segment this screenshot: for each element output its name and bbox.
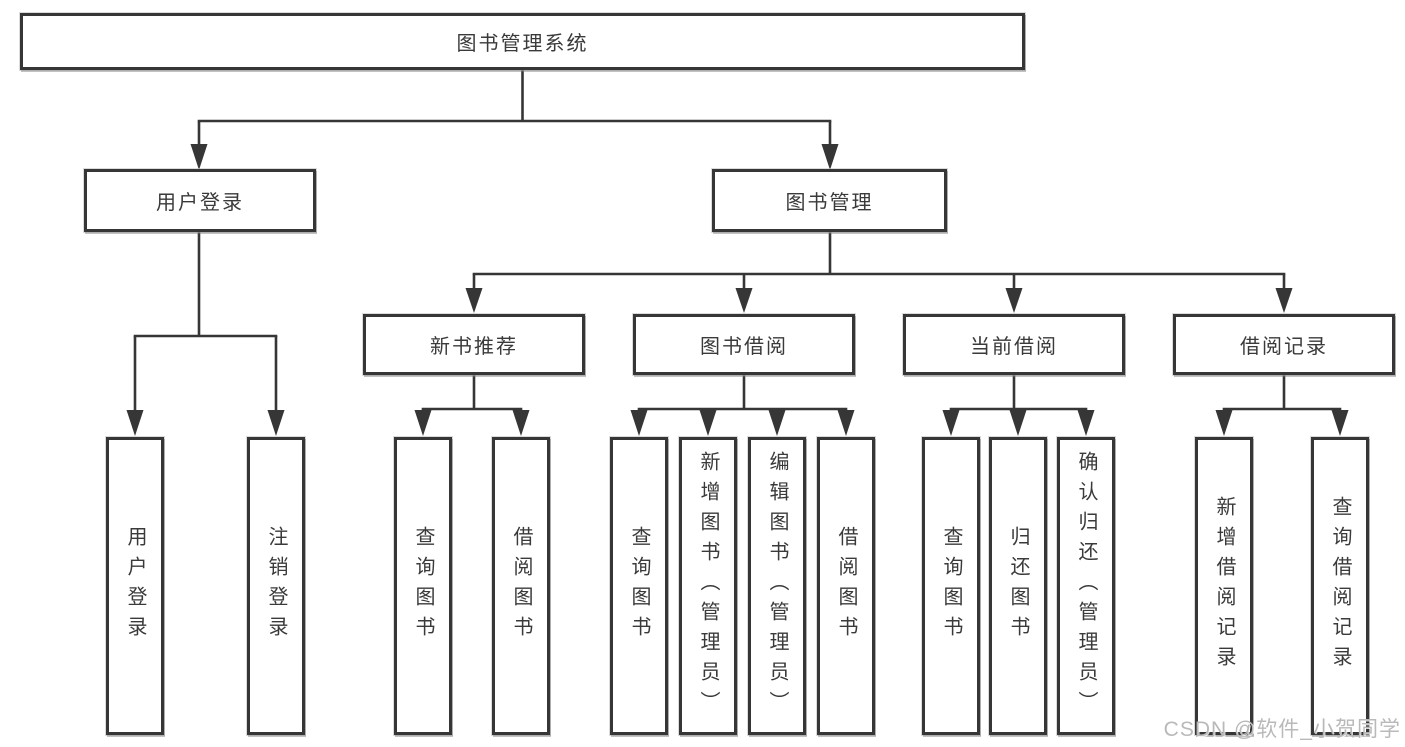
leaf-borrow-books: 借阅图书 <box>492 437 550 735</box>
connector-bookmgmt-to-level3 <box>465 232 1293 313</box>
leaf-query-books: 查询图书 <box>610 437 668 735</box>
connector-root-to-level2 <box>190 68 839 170</box>
leaf-query-books: 查询图书 <box>394 437 452 735</box>
node-book-management: 图书管理 <box>712 169 947 232</box>
leaf-add-borrow-record: 新增借阅记录 <box>1195 437 1253 735</box>
connector-newbook-to-leaves <box>414 375 530 436</box>
leaf-return-books: 归还图书 <box>989 437 1047 735</box>
connector-currentborrow-to-leaves <box>942 375 1095 436</box>
leaf-edit-books-admin: 编辑图书（管理员） <box>748 437 806 735</box>
leaf-query-borrow-record: 查询借阅记录 <box>1311 437 1369 735</box>
node-user-login: 用户登录 <box>84 169 316 232</box>
node-new-book-recommendation: 新书推荐 <box>363 314 585 375</box>
node-book-borrowing: 图书借阅 <box>633 314 855 375</box>
node-borrowing-records: 借阅记录 <box>1173 314 1395 375</box>
leaf-confirm-return-admin: 确认归还（管理员） <box>1057 437 1115 735</box>
leaf-query-books: 查询图书 <box>922 437 980 735</box>
node-library-management-system: 图书管理系统 <box>20 13 1025 70</box>
leaf-logout: 注销登录 <box>247 437 305 735</box>
csdn-watermark: CSDN @软件_小贺同学 <box>1163 718 1401 741</box>
node-current-borrowing: 当前借阅 <box>903 314 1125 375</box>
leaf-user-login: 用户登录 <box>106 437 164 735</box>
leaf-borrow-books: 借阅图书 <box>817 437 875 735</box>
connector-borrowrecord-to-leaves <box>1215 375 1349 436</box>
connector-userlogin-to-leaves <box>126 232 285 436</box>
leaf-add-books-admin: 新增图书（管理员） <box>679 437 737 735</box>
connector-bookborrow-to-leaves <box>630 375 855 436</box>
